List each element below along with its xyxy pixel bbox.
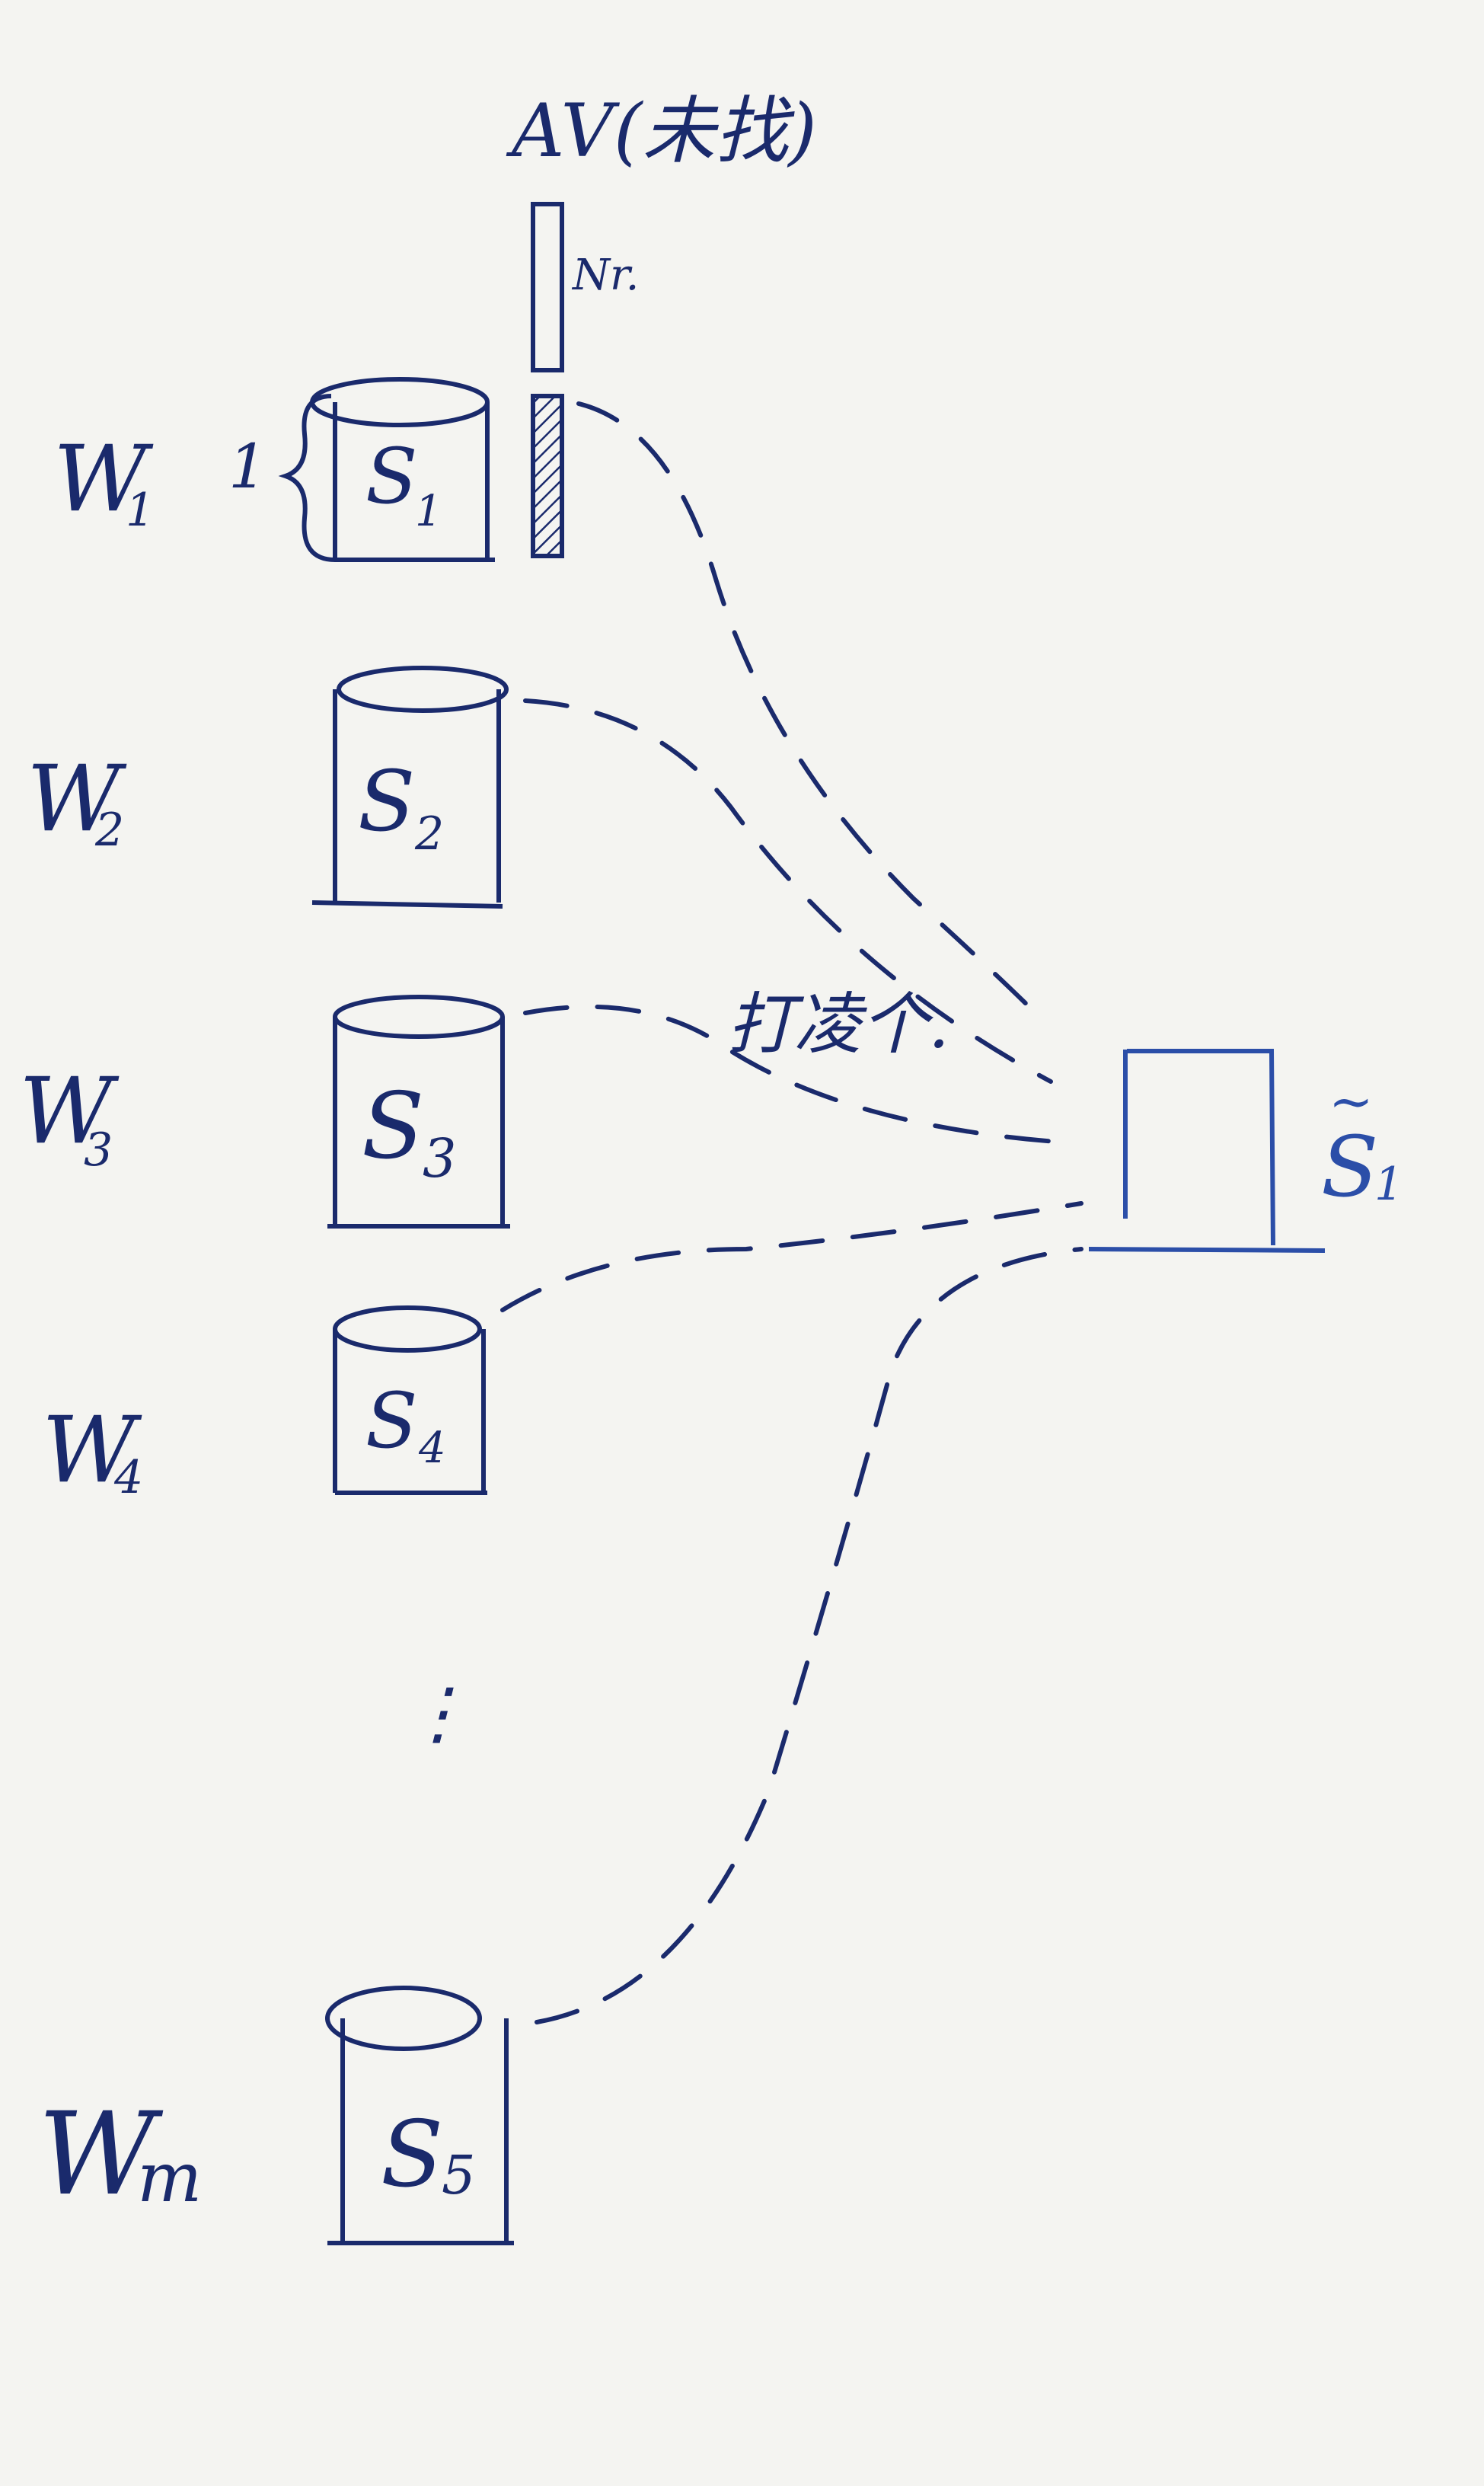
top-bar-hatched — [531, 394, 564, 558]
storage-subscript: 2 — [414, 807, 444, 861]
worker-subscript: m — [137, 2138, 202, 2218]
connection-line — [523, 1004, 1068, 1145]
worker-subscript: 1 — [126, 484, 155, 537]
storage-subscript: 3 — [423, 1127, 457, 1190]
worker-label: W — [19, 1059, 120, 1165]
top-label: AV(未找) — [506, 88, 817, 174]
worker-label: W — [42, 1398, 142, 1503]
storage-subscript: 4 — [418, 1424, 446, 1473]
connection-line — [523, 698, 1053, 1084]
storage-label: S — [365, 1376, 418, 1465]
worker-label: W — [53, 427, 154, 532]
top-small-label: Nr. — [571, 251, 639, 300]
storage-cylinder — [333, 1305, 487, 1495]
storage-subscript: 1 — [415, 487, 442, 536]
storage-cylinder — [327, 995, 510, 1229]
worker-row-4: W 4 S 4 — [42, 1305, 487, 1504]
worker-label: W — [38, 2088, 164, 2221]
storage-label: S — [362, 1074, 424, 1180]
target-store — [1088, 1049, 1326, 1253]
storage-cylinder — [325, 1986, 514, 2245]
storage-label: S — [381, 2102, 443, 2208]
target-label: S — [1321, 1118, 1378, 1216]
ellipsis: ⋮ — [404, 1673, 472, 1753]
brace-icon — [278, 394, 336, 562]
worker-subscript: 3 — [84, 1123, 113, 1177]
connection-line — [535, 1247, 1083, 2024]
storage-subscript: 5 — [442, 2144, 476, 2206]
connection-line — [576, 401, 1045, 1023]
middle-label: 打凌个. — [727, 985, 949, 1063]
worker-subscript: 4 — [113, 1451, 143, 1504]
worker-row-3: W 3 S 3 — [19, 995, 510, 1229]
worker-subscript: 2 — [94, 804, 124, 857]
target-accent: ~ — [1329, 1070, 1374, 1133]
storage-label: S — [365, 432, 418, 521]
brace-label: 1 — [228, 431, 267, 502]
worker-row-1: W 1 1 S 1 — [53, 377, 495, 562]
connection-line — [500, 1201, 1083, 1312]
storage-cylinder — [310, 377, 495, 562]
storage-cylinder — [311, 666, 509, 909]
worker-label: W — [27, 746, 127, 852]
worker-row-m: W m S 5 — [38, 1986, 514, 2245]
target-subscript: 1 — [1374, 1158, 1403, 1211]
connection-lines — [500, 401, 1083, 2024]
storage-label: S — [358, 753, 415, 850]
top-bar-empty — [531, 202, 564, 372]
worker-row-2: W 2 S 2 — [27, 666, 509, 909]
